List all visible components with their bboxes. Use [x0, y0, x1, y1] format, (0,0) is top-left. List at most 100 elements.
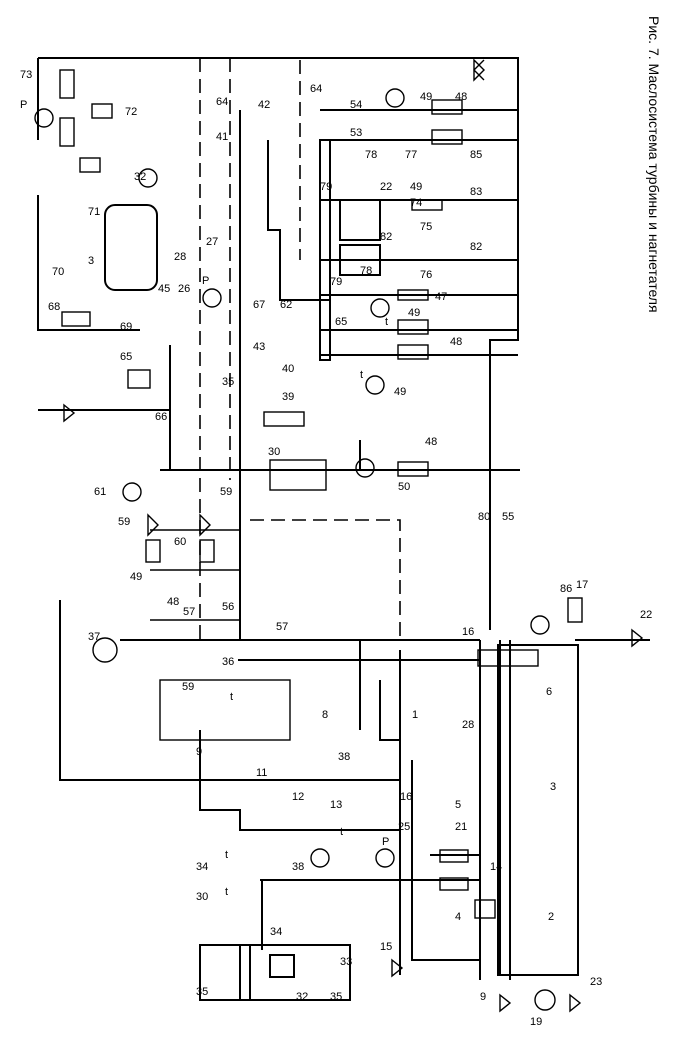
label-59: 59 — [182, 681, 194, 693]
label-41: 41 — [216, 131, 228, 143]
label-83: 83 — [470, 186, 482, 198]
label-19: 19 — [530, 1016, 542, 1028]
label-54: 54 — [350, 99, 362, 111]
label-70: 70 — [52, 266, 64, 278]
label-t: t — [340, 826, 343, 838]
label-61: 61 — [94, 486, 106, 498]
gauge-icon — [375, 848, 395, 868]
label-11: 11 — [256, 767, 267, 779]
label-t: t — [360, 369, 363, 381]
label-p: P — [202, 275, 209, 287]
label-64: 64 — [310, 83, 322, 95]
label-36: 36 — [222, 656, 234, 668]
label-78: 78 — [360, 265, 372, 277]
label-50: 50 — [398, 481, 410, 493]
label-72: 72 — [125, 106, 137, 118]
label-33: 33 — [340, 956, 352, 968]
label-35: 35 — [222, 376, 234, 388]
label-56: 56 — [222, 601, 234, 613]
label-37: 37 — [88, 631, 100, 643]
label-32: 32 — [134, 171, 146, 183]
label-74: 74 — [410, 197, 422, 209]
gauge-icon — [385, 88, 405, 108]
label-13: 13 — [330, 799, 342, 811]
valve-icon — [473, 58, 485, 82]
label-67: 67 — [253, 299, 265, 311]
label-t: t — [225, 886, 228, 898]
label-60: 60 — [174, 536, 186, 548]
component-labels: 73 P 72 64 41 42 64 54 53 49 48 32 71 27… — [20, 69, 652, 1028]
label-62: 62 — [280, 299, 292, 311]
label-12: 12 — [292, 791, 304, 803]
label-48: 48 — [450, 336, 462, 348]
label-80: 80 — [478, 511, 490, 523]
label-22: 22 — [640, 609, 652, 621]
valve-icon — [499, 993, 512, 1013]
label-48: 48 — [167, 596, 179, 608]
pump-icon — [534, 989, 556, 1011]
label-23: 23 — [590, 976, 602, 988]
label-73: 73 — [20, 69, 32, 81]
label-53: 53 — [350, 127, 362, 139]
label-t: t — [225, 849, 228, 861]
gauge-icon — [355, 458, 375, 478]
label-47: 47 — [435, 291, 447, 303]
valves — [63, 58, 644, 1013]
valve-icon — [391, 958, 404, 978]
label-9: 9 — [480, 991, 486, 1003]
gauge-icon — [365, 375, 385, 395]
label-49: 49 — [408, 307, 420, 319]
label-66: 66 — [155, 411, 167, 423]
label-t: t — [385, 316, 388, 328]
label-16: 16 — [462, 626, 474, 638]
label-38: 38 — [292, 861, 304, 873]
valve-icon — [147, 513, 159, 537]
label-68: 68 — [48, 301, 60, 313]
label-40: 40 — [282, 363, 294, 375]
label-59: 59 — [118, 516, 130, 528]
gauge-icon — [370, 298, 390, 318]
label-57: 57 — [276, 621, 288, 633]
gauge-icon — [202, 288, 222, 308]
label-48: 48 — [455, 91, 467, 103]
label-75: 75 — [420, 221, 432, 233]
gauge-icon — [122, 482, 142, 502]
label-85: 85 — [470, 149, 482, 161]
label-p: P — [382, 836, 389, 848]
label-69: 69 — [120, 321, 132, 333]
label-30: 30 — [268, 446, 280, 458]
gauge-icon — [138, 168, 158, 188]
label-32: 32 — [296, 991, 308, 1003]
label-39: 39 — [282, 391, 294, 403]
label-79: 79 — [320, 181, 332, 193]
main-oil-tank — [497, 644, 579, 976]
label-16: 16 — [400, 791, 412, 803]
label-71: 71 — [88, 206, 100, 218]
label-65: 65 — [120, 351, 132, 363]
label-4: 4 — [455, 911, 461, 923]
label-21: 21 — [455, 821, 467, 833]
label-77: 77 — [405, 149, 417, 161]
turbine-body — [267, 139, 381, 361]
label-1: 1 — [412, 709, 418, 721]
label-17: 17 — [576, 579, 588, 591]
label-78: 78 — [365, 149, 377, 161]
gauge-icon — [34, 108, 54, 128]
label-27: 27 — [206, 236, 218, 248]
upper-vessel — [104, 204, 158, 291]
label-49: 49 — [410, 181, 422, 193]
gauge-icon — [92, 637, 118, 663]
label-79: 79 — [330, 276, 342, 288]
label-38: 38 — [338, 751, 350, 763]
gauge-icon — [530, 615, 550, 635]
label-t: t — [230, 691, 233, 703]
compressor-unit — [199, 944, 351, 1001]
pressure-gauges — [34, 88, 556, 1011]
label-8: 8 — [322, 709, 328, 721]
label-45: 45 — [158, 283, 170, 295]
label-35: 35 — [196, 986, 208, 998]
label-34: 34 — [270, 926, 282, 938]
label-43: 43 — [253, 341, 265, 353]
label-3: 3 — [88, 255, 94, 267]
label-14: 14 — [490, 861, 502, 873]
